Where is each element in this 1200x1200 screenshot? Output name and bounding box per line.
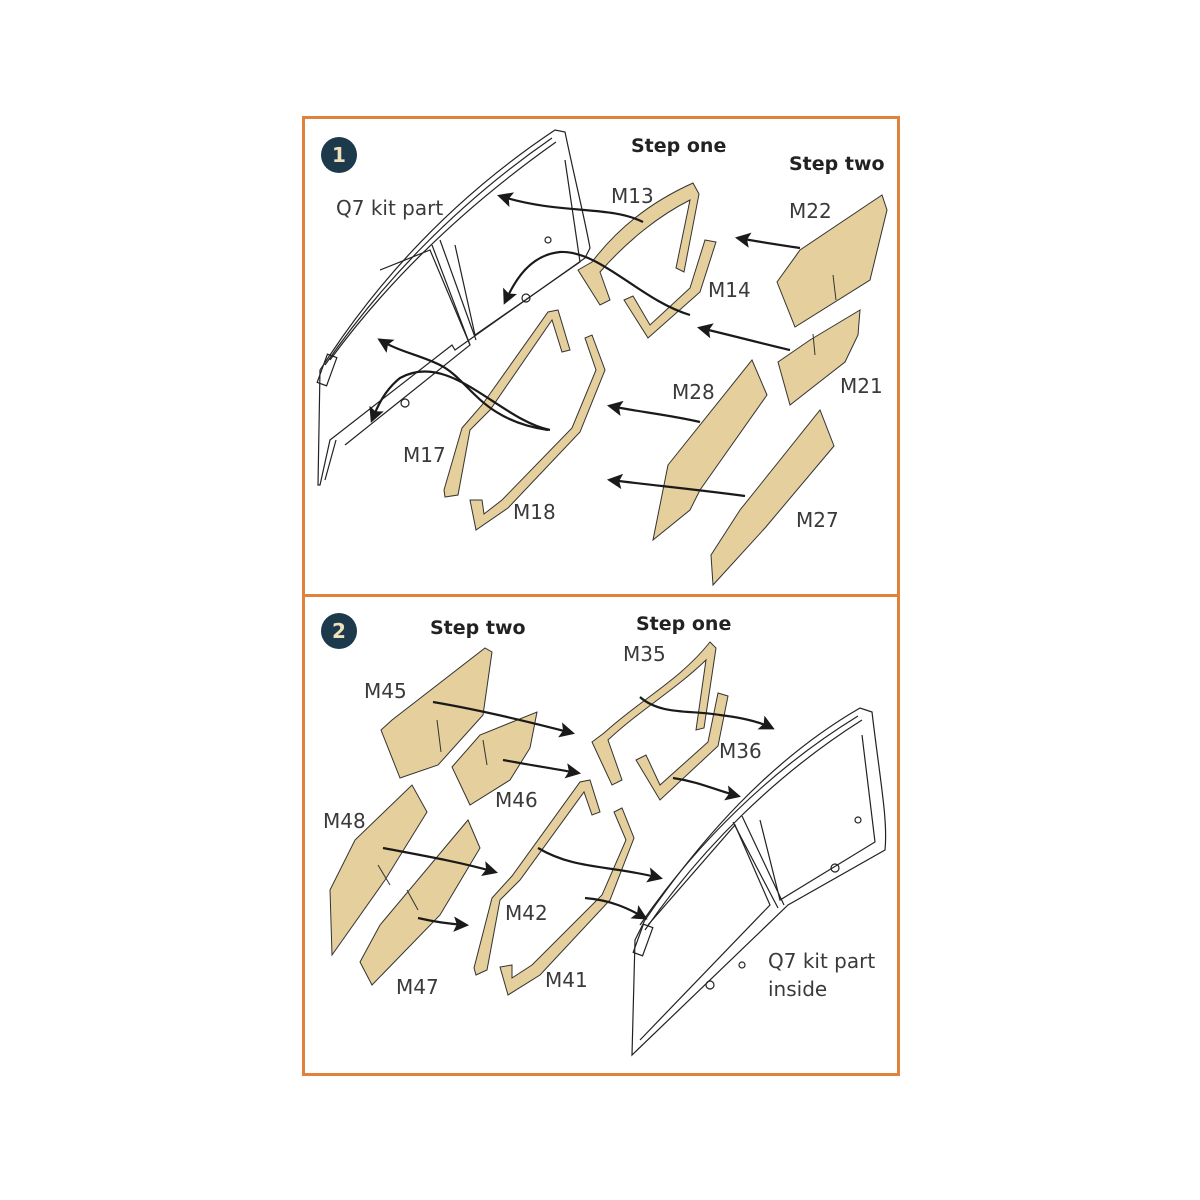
label-m42: M42 xyxy=(505,901,548,925)
panel2-kit-part-label-line2: inside xyxy=(768,977,828,1001)
label-m41: M41 xyxy=(545,968,588,992)
panel1-kit-part-label: Q7 kit part xyxy=(336,196,444,220)
mask-m48 xyxy=(329,784,428,957)
step-badge-2: 2 xyxy=(321,613,357,649)
step-badge-1: 1 xyxy=(321,137,357,173)
label-m46: M46 xyxy=(495,788,538,812)
label-m36: M36 xyxy=(719,739,762,763)
label-m47: M47 xyxy=(396,975,439,999)
panel-divider xyxy=(302,594,900,597)
label-m45: M45 xyxy=(364,679,407,703)
mask-m42 xyxy=(473,779,601,976)
mask-m22 xyxy=(776,194,888,328)
mask-m45 xyxy=(380,647,493,779)
label-m21: M21 xyxy=(840,374,883,398)
mask-m21 xyxy=(777,309,861,406)
panel2-step-two-heading: Step two xyxy=(430,617,526,639)
label-m18: M18 xyxy=(513,500,556,524)
label-m28: M28 xyxy=(672,380,715,404)
mask-m14 xyxy=(623,239,717,339)
panel1-step-two-heading: Step two xyxy=(789,153,885,175)
label-m27: M27 xyxy=(796,508,839,532)
panel2-kit-part-label-line1: Q7 kit part xyxy=(768,949,876,973)
mask-m18 xyxy=(469,334,606,531)
label-m22: M22 xyxy=(789,199,832,223)
mask-m46 xyxy=(451,711,538,806)
panel2-step-one-heading: Step one xyxy=(636,613,732,635)
mask-m27 xyxy=(710,409,835,587)
mask-m13 xyxy=(577,182,700,306)
label-m17: M17 xyxy=(403,443,446,467)
label-m35: M35 xyxy=(623,642,666,666)
mask-m35 xyxy=(591,641,717,786)
label-m48: M48 xyxy=(323,809,366,833)
label-m14: M14 xyxy=(708,278,751,302)
label-m13: M13 xyxy=(611,184,654,208)
canopy-kit-part-1 xyxy=(316,129,591,486)
canopy-kit-part-2 xyxy=(631,707,887,1057)
panel1-step-one-heading: Step one xyxy=(631,135,727,157)
mask-m36 xyxy=(635,692,729,801)
mask-m17 xyxy=(443,309,571,498)
